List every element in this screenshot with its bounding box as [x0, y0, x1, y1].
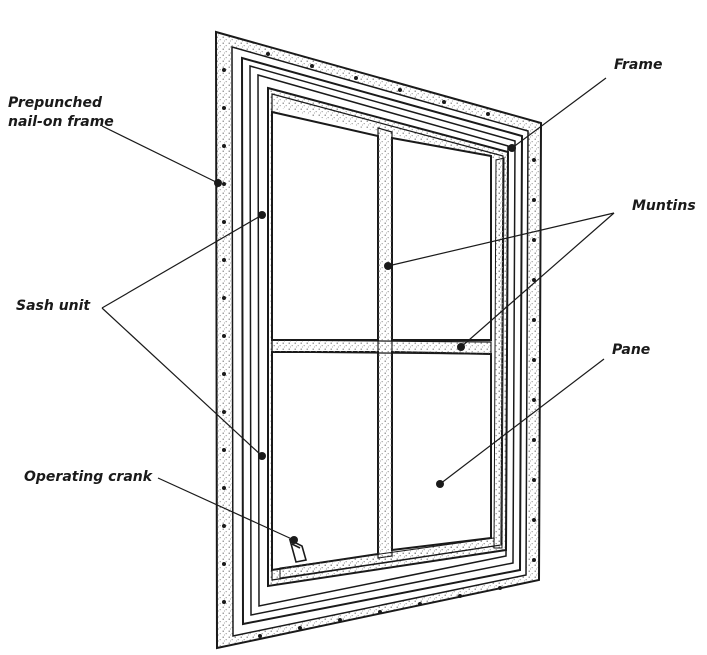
muntins — [271, 127, 492, 559]
nail-holes — [222, 52, 536, 638]
operating-crank — [288, 538, 308, 563]
label-sash-unit: Sash unit — [16, 298, 91, 314]
label-prepunched-nail-on-frame: Prepunched nail-on frame — [8, 94, 114, 132]
label-prepunched-line1: Prepunched — [8, 95, 102, 111]
pane-top-right — [391, 136, 492, 341]
label-pane: Pane — [612, 342, 651, 358]
label-prepunched-line2: nail-on frame — [8, 114, 114, 130]
label-muntins: Muntins — [632, 198, 696, 214]
glass-panes — [271, 110, 492, 572]
label-frame: Frame — [614, 57, 663, 73]
callout-dots — [214, 144, 516, 544]
label-operating-crank: Operating crank — [24, 469, 153, 485]
pane-top-left — [271, 110, 379, 341]
pane-bottom-right — [391, 350, 492, 552]
callout-lines — [101, 77, 615, 541]
